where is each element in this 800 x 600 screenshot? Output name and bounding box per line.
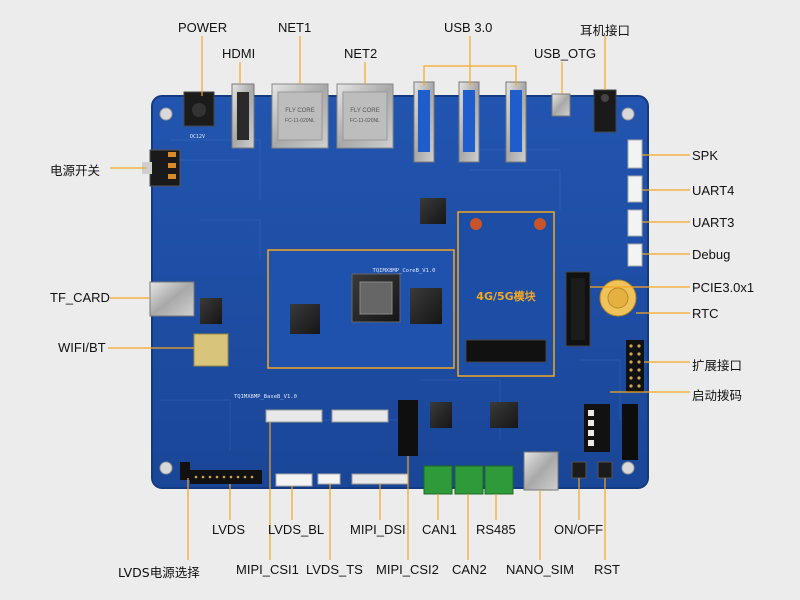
lvds-bl-connector	[275, 473, 313, 487]
mipi-csi1-connector	[265, 409, 323, 423]
label-expansion: 扩展接口	[692, 358, 743, 373]
expansion-header	[626, 340, 644, 392]
lvds-header	[190, 470, 262, 484]
label-hdmi: HDMI	[222, 46, 256, 61]
label-mipi-csi1: MIPI_CSI1	[236, 562, 299, 577]
on-off-button	[571, 461, 587, 479]
mipi-csi2-riser	[398, 400, 418, 456]
label-rs485: RS485	[476, 522, 516, 537]
label-rst: RST	[594, 562, 620, 577]
net2-jack: FLY CORE FC-11-020NL	[336, 83, 394, 149]
label-mipi-csi2: MIPI_CSI2	[376, 562, 439, 577]
mounting-holes	[159, 107, 635, 475]
label-power-switch: 电源开关	[50, 163, 101, 178]
label-on-off: ON/OFF	[554, 522, 604, 537]
svg-text:FC-11-020NL: FC-11-020NL	[285, 118, 315, 124]
label-lvds-ts: LVDS_TS	[306, 562, 363, 577]
mipi-csi2-connector	[331, 409, 389, 423]
base-silkscreen: TQIMX8MP_BaseB_V1.0	[234, 394, 297, 400]
lvds-ts-connector	[317, 473, 341, 485]
label-tf-card: TF_CARD	[50, 290, 110, 305]
label-can1: CAN1	[422, 522, 457, 537]
wifi-bt-module	[193, 333, 229, 367]
rst-button	[597, 461, 613, 479]
svg-text:FLY CORE: FLY CORE	[350, 108, 379, 114]
svg-text:FLY CORE: FLY CORE	[285, 108, 314, 114]
tf-card-slot	[149, 281, 195, 317]
svg-text:FC-11-020NL: FC-11-020NL	[350, 118, 380, 124]
can-rs485-terminals	[423, 465, 514, 495]
label-mipi-dsi: MIPI_DSI	[350, 522, 406, 537]
callout-lines	[108, 36, 690, 560]
nano-sim-slot	[523, 451, 559, 491]
label-usb3: USB 3.0	[444, 20, 493, 35]
dc-marking: DC12V	[190, 134, 205, 140]
lvds-power-select-jumper	[180, 462, 190, 480]
label-pcie: PCIE3.0x1	[692, 280, 755, 295]
usb3-ports	[413, 81, 527, 163]
net1-jack: FLY CORE FC-11-020NL	[271, 83, 329, 149]
label-can2: CAN2	[452, 562, 487, 577]
core-board: TQIMX8MP_CoreB_V1.0	[267, 249, 455, 369]
label-lvds-power-select: LVDS电源选择	[118, 565, 200, 580]
svg-text:TQIMX8MP_CoreB_V1.0: TQIMX8MP_CoreB_V1.0	[373, 268, 436, 274]
label-debug: Debug	[692, 247, 731, 262]
mipi-dsi-connector	[351, 473, 409, 485]
label-wifi-bt: WIFI/BT	[58, 340, 106, 355]
label-spk: SPK	[692, 148, 719, 163]
right-connectors	[627, 139, 643, 267]
label-uart4: UART4	[692, 183, 735, 198]
label-usb-otg: USB_OTG	[534, 46, 597, 61]
label-power: POWER	[178, 20, 228, 35]
cellular-module-slot: 4G/5G模块	[457, 211, 555, 377]
pcie-slot	[565, 271, 591, 347]
label-nano-sim: NANO_SIM	[506, 562, 574, 577]
dip-header	[622, 404, 638, 460]
label-earphone: 耳机接口	[580, 23, 631, 38]
label-lvds-bl: LVDS_BL	[268, 522, 325, 537]
label-net2: NET2	[344, 46, 378, 61]
usb-otg-port	[551, 93, 571, 117]
label-rtc: RTC	[692, 306, 719, 321]
label-net1: NET1	[278, 20, 312, 35]
label-boot-dip: 启动拨码	[692, 388, 743, 403]
svg-text:4G/5G模块: 4G/5G模块	[476, 289, 536, 303]
label-uart3: UART3	[692, 215, 735, 230]
label-lvds: LVDS	[212, 522, 245, 537]
boot-dip-switch	[584, 404, 610, 452]
